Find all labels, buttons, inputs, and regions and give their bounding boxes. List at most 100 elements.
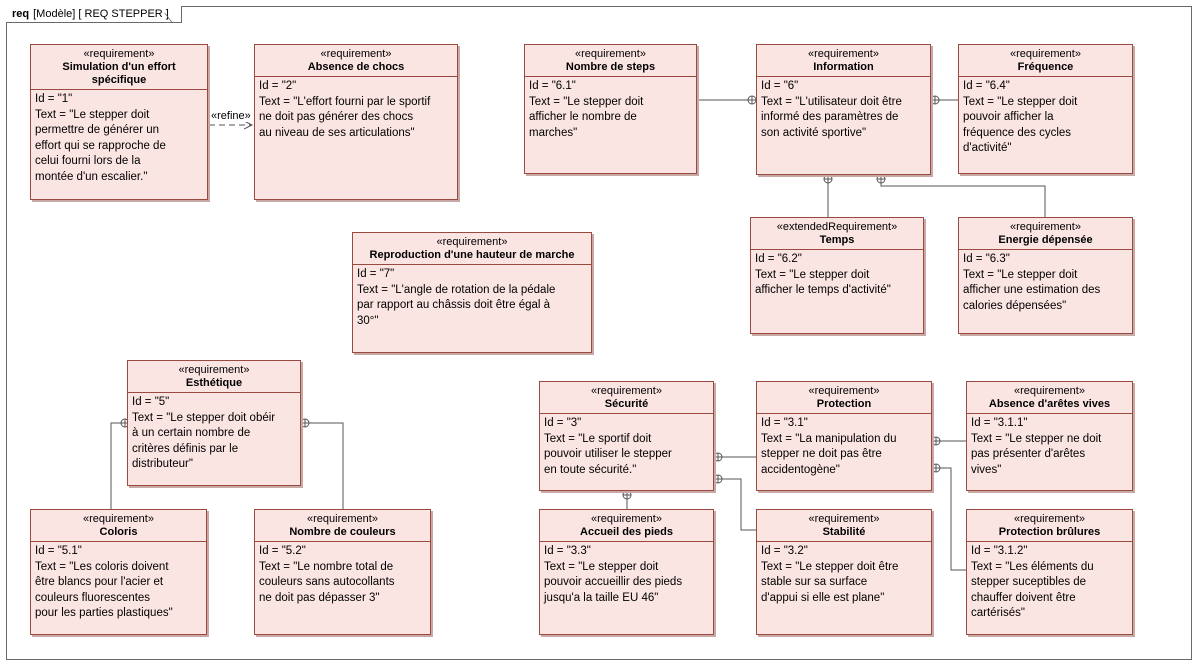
requirement-text: Text = "Les éléments du stepper suceptib… bbox=[971, 560, 1094, 620]
refine-label: «refine» bbox=[211, 110, 251, 122]
containment-symbol bbox=[713, 452, 723, 462]
requirement-text: Text = "Le stepper doit obéir à un certa… bbox=[132, 411, 276, 471]
frame-scope: [Modèle] bbox=[33, 8, 76, 20]
requirement-5[interactable]: «requirement»Esthétique Id = "5"Text = "… bbox=[127, 360, 301, 486]
containment-symbol bbox=[300, 418, 310, 428]
requirement-6-3[interactable]: «requirement»Energie dépensée Id = "6.3"… bbox=[958, 217, 1133, 334]
stereotype: «extendedRequirement» bbox=[776, 221, 898, 233]
requirement-id: Id = "7" bbox=[357, 268, 395, 280]
requirement-text: Text = "L'effort fourni par le sportif n… bbox=[259, 95, 431, 139]
containment-edge-3-1-2 bbox=[940, 467, 966, 571]
containment-edge-5-2 bbox=[309, 422, 344, 509]
requirement-3-2[interactable]: «requirement»Stabilité Id = "3.2" Text = … bbox=[756, 509, 932, 635]
requirement-3-3[interactable]: «requirement»Accueil des pieds Id = "3.3… bbox=[539, 509, 714, 635]
containment-symbol bbox=[931, 436, 941, 446]
requirement-id: Id = "6.4" bbox=[963, 80, 1010, 92]
stereotype: «requirement» bbox=[83, 48, 155, 60]
stereotype: «requirement» bbox=[1014, 385, 1085, 397]
requirement-id: Id = "5" bbox=[132, 396, 170, 408]
requirement-name: Nombre de couleurs bbox=[289, 526, 396, 538]
requirement-name: Reproduction d'une hauteur de marche bbox=[369, 249, 575, 261]
stereotype: «requirement» bbox=[1010, 48, 1081, 60]
requirement-id: Id = "3.2" bbox=[761, 545, 808, 557]
requirement-name: Stabilité bbox=[822, 526, 866, 538]
stereotype: «requirement» bbox=[436, 236, 508, 248]
requirement-id: Id = "6.2" bbox=[755, 253, 802, 265]
containment-symbol bbox=[876, 174, 886, 184]
requirement-text: Text = "Le stepper ne doit pas présenter… bbox=[971, 432, 1102, 476]
containment-symbol bbox=[823, 174, 833, 184]
requirement-2[interactable]: «requirement»Absence de chocs Id = "2" Te… bbox=[254, 44, 458, 200]
requirement-3-1-1[interactable]: «requirement»Absence d'arêtes vives Id =… bbox=[966, 381, 1133, 491]
stereotype: «requirement» bbox=[320, 48, 392, 60]
containment-symbol bbox=[931, 463, 941, 473]
stereotype: «requirement» bbox=[83, 513, 154, 525]
requirement-id: Id = "3.1.2" bbox=[971, 545, 1028, 557]
requirement-id: Id = "2" bbox=[259, 80, 297, 92]
requirement-name: Accueil des pieds bbox=[580, 526, 673, 538]
requirement-name: Information bbox=[813, 61, 874, 73]
containment-symbol bbox=[930, 95, 940, 105]
requirement-id: Id = "3.3" bbox=[544, 545, 591, 557]
requirement-text: Text = "Le stepper doit pouvoir accueill… bbox=[544, 560, 683, 604]
containment-symbol bbox=[622, 490, 632, 500]
requirement-text: Text = "Le stepper doit afficher le temp… bbox=[755, 268, 891, 297]
requirement-name: Absence de chocs bbox=[307, 61, 405, 73]
stereotype: «requirement» bbox=[1010, 221, 1081, 233]
requirement-name: Protection bbox=[816, 398, 872, 410]
requirement-text: Text = "Le stepper doit permettre de gén… bbox=[35, 108, 166, 183]
requirement-name: Temps bbox=[819, 234, 855, 246]
requirement-name: Absence d'arêtes vives bbox=[988, 398, 1111, 410]
requirement-id: Id = "5.2" bbox=[259, 545, 306, 557]
requirement-id: Id = "6.1" bbox=[529, 80, 576, 92]
requirement-id: Id = "5.1" bbox=[35, 545, 82, 557]
requirement-7[interactable]: «requirement»Reproduction d'une hauteur … bbox=[352, 232, 592, 353]
containment-edge-3-2 bbox=[722, 478, 756, 531]
requirement-3-1-2[interactable]: «requirement»Protection brûlures Id = "3… bbox=[966, 509, 1133, 635]
requirement-name: Sécurité bbox=[604, 398, 649, 410]
requirement-text: Text = "La manipulation du stepper ne do… bbox=[761, 432, 897, 476]
requirement-id: Id = "3" bbox=[544, 417, 582, 429]
requirement-id: Id = "1" bbox=[35, 93, 73, 105]
stereotype: «requirement» bbox=[575, 48, 646, 60]
containment-edge-5-1 bbox=[110, 422, 121, 509]
requirement-id: Id = "3.1.1" bbox=[971, 417, 1028, 429]
requirement-name: Fréquence bbox=[1017, 61, 1074, 73]
requirement-6-2[interactable]: «extendedRequirement»Temps Id = "6.2" Tex… bbox=[750, 217, 924, 334]
requirement-text: Text = "L'angle de rotation de la pédale… bbox=[357, 283, 556, 327]
stereotype: «requirement» bbox=[808, 48, 879, 60]
requirement-text: Text = "Le sportif doit pouvoir utiliser… bbox=[544, 432, 672, 476]
requirement-text: Text = "Les coloris doivent être blancs … bbox=[35, 560, 173, 620]
requirement-text: Text = "Le stepper doit afficher le nomb… bbox=[529, 95, 644, 139]
stereotype: «requirement» bbox=[808, 513, 880, 525]
requirement-text: Text = "L'utilisateur doit être informé … bbox=[761, 95, 902, 139]
requirement-1[interactable]: «requirement»Simulation d'un effort spéc… bbox=[30, 44, 208, 200]
requirement-3[interactable]: «requirement»Sécurité Id = "3" Text = "Le… bbox=[539, 381, 714, 491]
requirement-6[interactable]: «requirement»Information Id = "6" Text = … bbox=[756, 44, 931, 175]
frame-kind: req bbox=[12, 8, 30, 20]
requirement-6-1[interactable]: «requirement»Nombre de steps Id = "6.1" T… bbox=[524, 44, 697, 174]
requirement-text: Text = "Le stepper doit afficher une est… bbox=[963, 268, 1101, 312]
requirement-name: Esthétique bbox=[185, 377, 243, 389]
requirement-name: Coloris bbox=[99, 526, 138, 538]
requirement-id: Id = "3.1" bbox=[761, 417, 808, 429]
stereotype: «requirement» bbox=[591, 385, 662, 397]
stereotype: «requirement» bbox=[591, 513, 662, 525]
requirement-name: Protection brûlures bbox=[998, 526, 1101, 538]
requirement-5-1[interactable]: «requirement»Coloris Id = "5.1" Text = "L… bbox=[30, 509, 207, 635]
containment-edge-6-3 bbox=[880, 183, 1046, 217]
requirement-name: Nombre de steps bbox=[565, 61, 656, 73]
stereotype: «requirement» bbox=[808, 385, 880, 397]
requirement-text: Text = "Le stepper doit être stable sur … bbox=[761, 560, 899, 604]
requirement-text: Text = "Le nombre total de couleurs sans… bbox=[259, 560, 395, 604]
frame-name: [ REQ STEPPER ] bbox=[78, 8, 169, 20]
requirement-id: Id = "6" bbox=[761, 80, 799, 92]
requirement-3-1[interactable]: «requirement»Protection Id = "3.1" Text =… bbox=[756, 381, 932, 491]
containment-symbol bbox=[713, 474, 723, 484]
requirement-5-2[interactable]: «requirement»Nombre de couleurs Id = "5.… bbox=[254, 509, 431, 635]
requirement-6-4[interactable]: «requirement»Fréquence Id = "6.4"Text = … bbox=[958, 44, 1133, 174]
stereotype: «requirement» bbox=[1014, 513, 1085, 525]
requirement-id: Id = "6.3" bbox=[963, 253, 1010, 265]
stereotype: «requirement» bbox=[307, 513, 378, 525]
requirement-name: Energie dépensée bbox=[998, 234, 1093, 246]
